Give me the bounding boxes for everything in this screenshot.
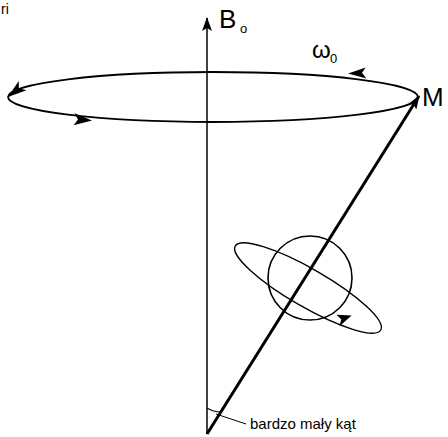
field-axis [206, 18, 208, 434]
angle-note: bardzo mały kąt [250, 416, 356, 431]
orbit-arrow [348, 67, 367, 79]
orbit-arrow [74, 113, 93, 126]
spin-arrow [335, 310, 353, 326]
vector-symbol: M [422, 84, 444, 110]
spin-ring [226, 230, 390, 347]
subscript: o [240, 22, 247, 35]
angle-arc [207, 408, 221, 412]
magnetization-vector [207, 96, 419, 434]
precession-orbit [8, 72, 418, 122]
leader-line [216, 414, 246, 424]
subscript: 0 [330, 52, 337, 65]
cropped-text: ri [1, 2, 9, 16]
nucleus-sphere [268, 236, 352, 320]
orbit-arrow [4, 80, 26, 101]
field-symbol: B [219, 6, 236, 32]
frequency-symbol: ω [312, 38, 331, 62]
